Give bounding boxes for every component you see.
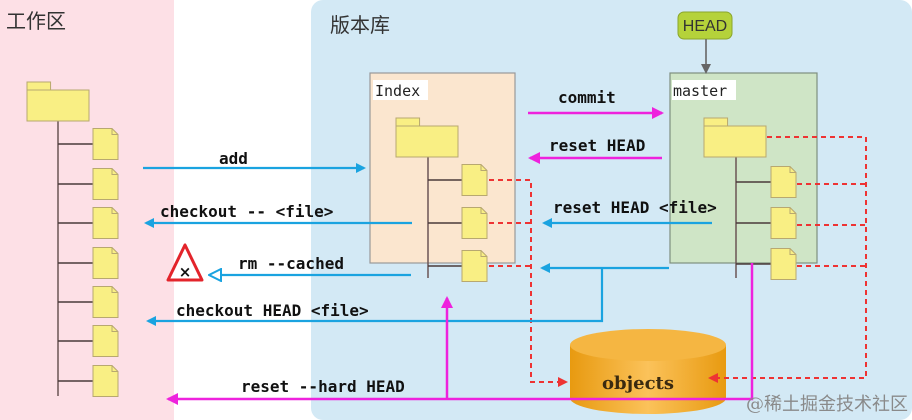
file-icon xyxy=(92,286,119,318)
file-icon xyxy=(461,207,488,239)
index-label: Index xyxy=(375,82,420,100)
file-icon xyxy=(92,207,119,239)
checkout-head-file-label: checkout HEAD <file> xyxy=(176,301,369,320)
repository-title: 版本库 xyxy=(330,13,390,37)
objects-label: objects xyxy=(602,373,674,394)
watermark: @稀土掘金技术社区 xyxy=(746,394,908,415)
head-badge-label: HEAD xyxy=(683,18,727,35)
objects-cylinder xyxy=(570,329,726,414)
working-dir-tree xyxy=(26,81,119,397)
file-icon xyxy=(92,325,119,357)
reset-hard-head-arrow[interactable] xyxy=(166,263,754,405)
folder-icon xyxy=(703,117,767,158)
folder-icon xyxy=(395,117,459,158)
file-icon xyxy=(461,250,488,282)
file-icon xyxy=(461,164,488,196)
head-badge xyxy=(677,11,733,40)
folder-icon xyxy=(26,81,90,122)
index-tree xyxy=(395,117,488,282)
file-icon xyxy=(770,166,797,198)
rm-cached-label: rm --cached xyxy=(238,254,344,273)
master-tree xyxy=(703,117,797,280)
reset-hard-head-label: reset --hard HEAD xyxy=(241,377,405,396)
checkout-file-label: checkout -- <file> xyxy=(160,202,333,221)
index-label-bg xyxy=(373,80,428,100)
reset-head-file-label: reset HEAD <file> xyxy=(553,198,717,217)
file-icon xyxy=(92,128,119,160)
svg-text:×: × xyxy=(179,263,192,281)
file-icon xyxy=(92,247,119,279)
index-to-objects-dashed xyxy=(489,179,568,387)
file-icon xyxy=(92,365,119,397)
master-to-objects-dashed xyxy=(708,136,867,383)
file-icon xyxy=(770,248,797,280)
add-label: add xyxy=(219,149,248,168)
working-dir-title: 工作区 xyxy=(6,9,66,33)
commit-label: commit xyxy=(558,88,616,107)
file-icon xyxy=(92,168,119,200)
master-label-bg xyxy=(672,80,736,100)
working-dir-region xyxy=(0,0,174,420)
warning-triangle-icon: × xyxy=(166,243,204,282)
master-label: master xyxy=(673,82,727,100)
file-icon xyxy=(770,207,797,239)
checkout-head-file-arrow[interactable] xyxy=(146,268,604,326)
index-box xyxy=(369,72,516,264)
reset-head-label: reset HEAD xyxy=(549,136,645,155)
